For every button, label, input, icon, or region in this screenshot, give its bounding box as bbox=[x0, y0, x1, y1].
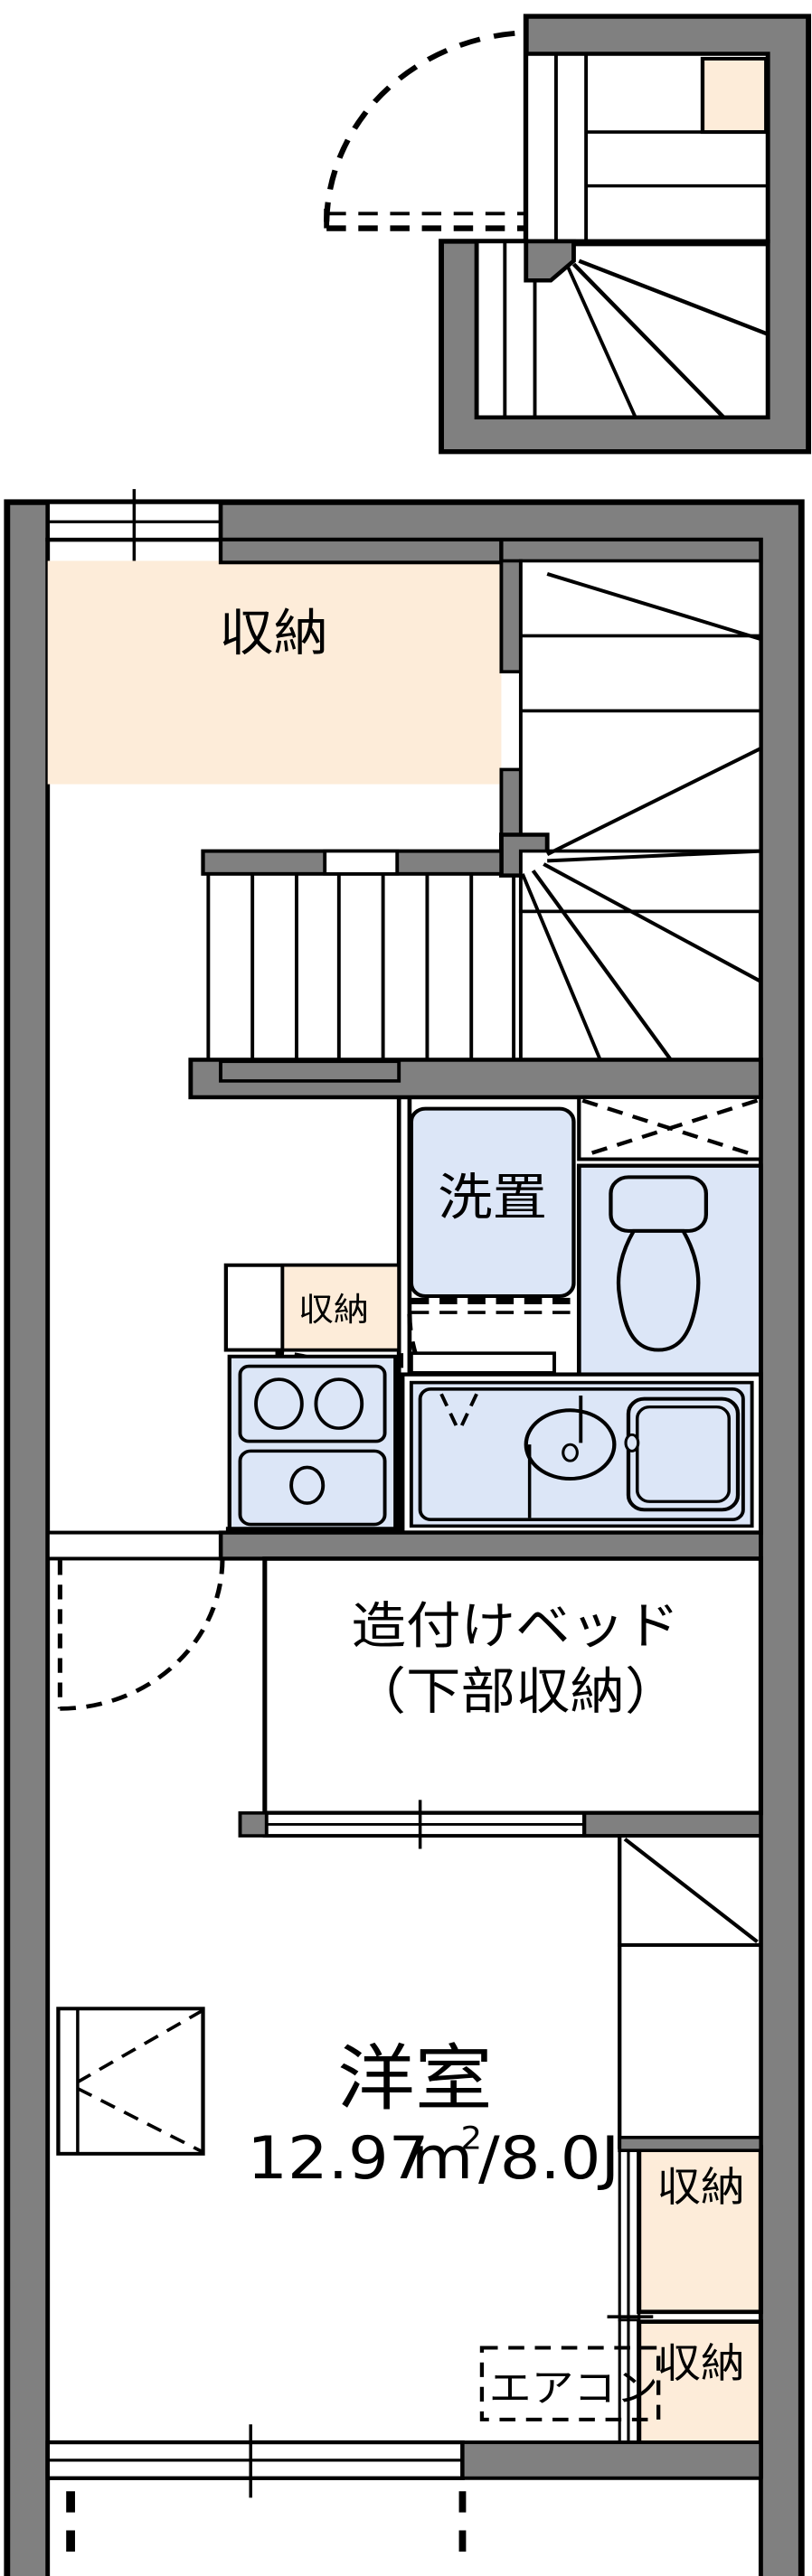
washer-label: 洗置 bbox=[438, 1168, 547, 1227]
toilet-bowl-icon bbox=[616, 1228, 701, 1352]
stair-newel bbox=[524, 239, 576, 283]
wall-partition-a bbox=[499, 559, 523, 673]
room-kitchen-storage: 収納 bbox=[223, 1263, 401, 1352]
bath-door-opening bbox=[409, 1351, 556, 1375]
stair-treads bbox=[206, 873, 516, 1060]
entry-door-opening bbox=[45, 1530, 223, 1561]
right-niche bbox=[618, 1834, 763, 2149]
window-top bbox=[45, 489, 223, 561]
closet-upper-label-1: 収納 bbox=[656, 2164, 745, 2212]
main-unit: 収納 bbox=[4, 489, 805, 2576]
stair-winder bbox=[571, 262, 726, 419]
closet-lower-label-1: 収納 bbox=[656, 2340, 745, 2388]
stub-wall bbox=[219, 1059, 401, 1083]
stove-burner-icon bbox=[314, 1377, 364, 1430]
niche-diagonal bbox=[623, 1838, 759, 1943]
stair-winder bbox=[578, 259, 770, 336]
room-bathroom bbox=[400, 1351, 763, 1535]
room-built-in-bed: 造付けベッド （下部収納） bbox=[238, 1556, 763, 1849]
room-storage-upper: 収納 bbox=[47, 560, 502, 785]
bed-label-1: 造付けベッド bbox=[352, 1596, 680, 1655]
western-room-area: 12.97 bbox=[247, 2123, 429, 2192]
basin-drain-icon bbox=[562, 1443, 579, 1462]
aircon-annotation: エアコン bbox=[479, 2346, 661, 2421]
closet-upper-box bbox=[637, 2145, 763, 2315]
wall-seg-top bbox=[218, 538, 504, 565]
wall-seg-top-2 bbox=[499, 538, 763, 565]
western-room-area-unit: m bbox=[411, 2123, 473, 2192]
bottom-wall-seg bbox=[460, 2440, 763, 2480]
aircon-label: エアコン bbox=[489, 2365, 658, 2411]
room-western: 洋室 12.97 m 2 /8.0J bbox=[247, 2036, 619, 2192]
wall-below-kitchen bbox=[218, 1530, 763, 1561]
closet-upper-right: 収納 bbox=[618, 2135, 763, 2322]
stair-winder bbox=[564, 263, 637, 418]
ks-box bbox=[280, 1263, 401, 1352]
sink-drain-icon bbox=[289, 1465, 326, 1505]
western-room-label: 洋室 bbox=[337, 2036, 493, 2120]
bed-label-2: （下部収納） bbox=[352, 1662, 680, 1721]
entrance-door-swing-arc bbox=[324, 30, 526, 222]
kitchen-storage-label: 収納 bbox=[298, 1290, 369, 1328]
toilet-tank bbox=[609, 1175, 709, 1233]
aircon-box bbox=[479, 2346, 661, 2421]
niche-lower bbox=[618, 1942, 763, 2149]
tub-drain-icon bbox=[624, 1433, 640, 1453]
storage-upper-label: 収納 bbox=[219, 604, 328, 663]
main-staircase bbox=[188, 559, 763, 1100]
window-left-casement bbox=[56, 2007, 205, 2156]
inset-closet bbox=[700, 56, 769, 135]
door-arc bbox=[60, 1558, 225, 1711]
room-entry-door bbox=[57, 1558, 225, 1711]
stair-opening bbox=[323, 849, 400, 876]
western-room-area-jo: /8.0J bbox=[478, 2123, 619, 2192]
room-kitchen bbox=[225, 1354, 400, 1535]
western-room-area-sup: 2 bbox=[461, 2121, 483, 2157]
stove-burner-icon bbox=[254, 1377, 304, 1430]
entrance-stair-inset bbox=[324, 14, 812, 455]
